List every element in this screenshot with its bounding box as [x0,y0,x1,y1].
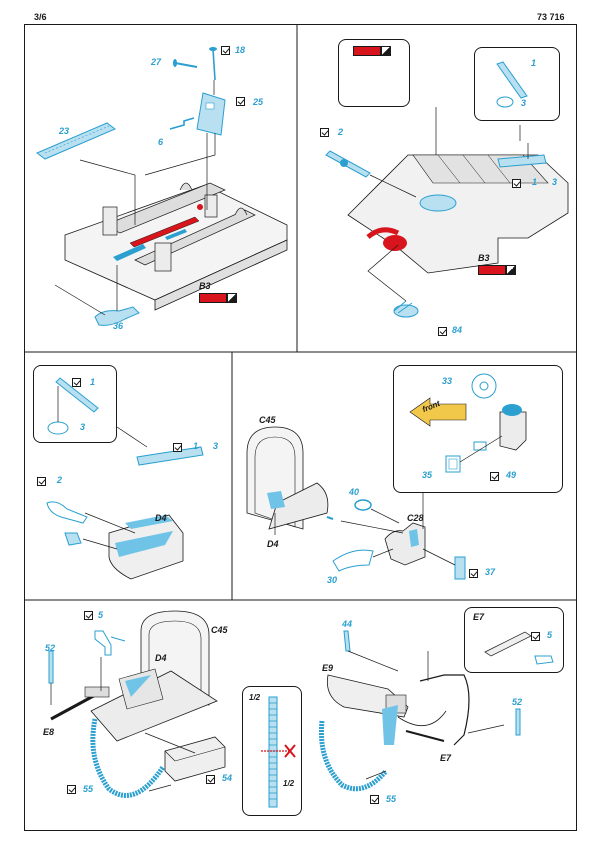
page-frame [24,24,577,831]
label-part-e8: E8 [43,727,55,737]
label-part-18: 18 [235,45,246,55]
label-part-e7: E7 [440,753,452,763]
page-number: 3/6 [34,12,47,22]
label-part-23: 23 [59,126,70,136]
red-part-inset [338,39,410,107]
done-checkbox[interactable] [531,632,540,641]
detail-inset-parts-1-3: 1 3 [33,365,117,443]
label-part-e7: E7 [473,612,485,622]
parts-1-3-drawing [496,61,528,108]
step-panel-bulkhead: 33 front 35 49 C45 D4 40 C28 30 37 [233,353,576,599]
label-part-1: 1 [193,441,199,451]
red-color-key [353,46,391,56]
right-gun-drawing [318,630,521,792]
label-part-c45: C45 [259,415,276,425]
done-checkbox[interactable] [490,472,499,481]
cockpit-floor-drawing [36,47,288,326]
label-part-54: 54 [222,773,233,783]
done-checkbox[interactable] [236,97,245,106]
done-checkbox[interactable] [173,443,182,452]
gun-mount-drawing [48,610,226,798]
label-part-44: 44 [342,619,353,629]
done-checkbox[interactable] [370,795,379,804]
label-part-36: 36 [113,321,124,331]
done-checkbox[interactable] [221,46,230,55]
label-part-3: 3 [552,177,558,187]
product-code: 73 716 [537,12,565,22]
label-part-5: 5 [98,610,104,620]
done-checkbox[interactable] [512,179,521,188]
label-part-2: 2 [338,127,344,137]
label-part-84: 84 [452,325,463,335]
step-panel-gun-mount: 5 C45 D4 52 E8 54 55 [25,601,307,830]
label-part-b3: B3 [478,253,490,263]
label-part-3: 3 [521,98,527,108]
bulkhead-drawing [246,426,466,580]
label-part-d4: D4 [267,539,279,549]
label-part-e9: E9 [322,663,334,673]
done-checkbox[interactable] [72,378,81,387]
step-panel-cockpit-floor: 27 18 25 23 6 B3 36 [25,25,296,351]
label-part-2: 2 [57,475,63,485]
label-half-top: 1/2 [249,693,261,702]
label-part-49: 49 [506,470,517,480]
label-part-1: 1 [531,58,537,68]
label-part-30: 30 [327,575,338,585]
step-panel-instrument-panel: 1 3 2 1 3 B3 84 [298,25,576,351]
label-part-35: 35 [422,470,433,480]
red-color-key [478,265,516,275]
label-part-55: 55 [386,794,397,804]
done-checkbox[interactable] [37,477,46,486]
seat-drawing [46,426,204,580]
label-part-40: 40 [349,487,360,497]
red-color-key [199,293,237,303]
done-checkbox[interactable] [320,128,329,137]
label-part-27: 27 [151,57,162,67]
label-part-c28: C28 [407,513,424,523]
label-part-b3: B3 [199,281,211,291]
label-part-6: 6 [158,137,164,147]
label-part-52: 52 [512,697,523,707]
label-part-1: 1 [90,377,96,387]
done-checkbox[interactable] [438,327,447,336]
label-part-3: 3 [213,441,219,451]
done-checkbox[interactable] [206,775,215,784]
label-part-55: 55 [83,784,94,794]
label-part-5: 5 [547,630,553,640]
label-part-c45: C45 [211,625,228,635]
label-part-3: 3 [80,422,86,432]
done-checkbox[interactable] [84,611,93,620]
parts-1-3-drawing [47,377,99,435]
label-part-25: 25 [253,97,264,107]
detail-inset-gunsight: 33 front 35 49 [393,365,563,493]
label-part-d4: D4 [155,513,167,523]
label-part-52: 52 [45,643,56,653]
detail-inset-e7: E7 5 [464,607,564,673]
gunsight-drawing [409,373,527,473]
label-part-d4: D4 [155,653,167,663]
detail-inset-parts-1-3: 1 3 [474,47,560,121]
label-part-37: 37 [485,567,496,577]
label-half-bottom: 1/2 [283,779,295,788]
step-panel-right-gun: E7 5 44 E9 52 E7 55 [308,601,576,830]
ammo-belt-cutting-inset: 1/2 1/2 [242,686,302,816]
ammo-belt-cut-drawing [261,696,296,808]
done-checkbox[interactable] [469,569,478,578]
label-part-1: 1 [532,177,538,187]
label-part-33: 33 [442,376,453,386]
done-checkbox[interactable] [67,785,76,794]
step-panel-seat: 1 3 1 3 2 D4 [25,353,231,599]
